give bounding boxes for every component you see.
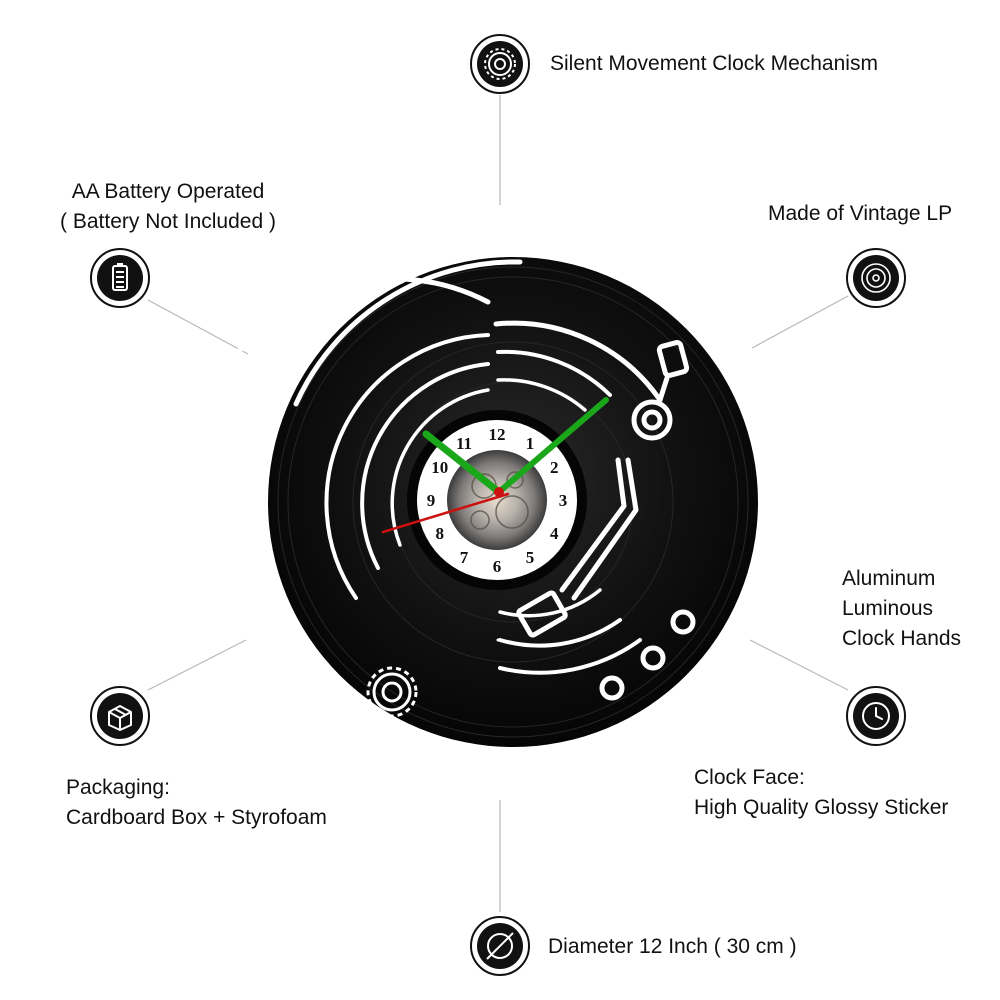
gear-icon <box>470 34 530 94</box>
clock-numeral: 7 <box>460 548 469 567</box>
clock-hands <box>381 397 609 534</box>
feature-vintage-label: Made of Vintage LP <box>768 202 953 225</box>
turntable-knobs <box>599 609 696 701</box>
clock-numeral: 2 <box>550 458 559 477</box>
box-icon <box>90 686 150 746</box>
leader-lines <box>147 95 849 912</box>
clock-icon <box>846 686 906 746</box>
feature-hands-label: Aluminum Luminous Clock Hands <box>842 567 962 650</box>
clock-numeral: 5 <box>526 548 535 567</box>
diameter-icon <box>470 916 530 976</box>
feature-diameter-label: Diameter 12 Inch ( 30 cm ) <box>548 935 797 958</box>
gear-decoration <box>366 666 418 718</box>
clock-numeral: 10 <box>431 458 448 477</box>
tonearm <box>516 340 690 638</box>
record-cutout-arcs <box>189 259 663 675</box>
clock-numeral: 3 <box>559 491 568 510</box>
clock-numeral: 12 <box>489 425 506 444</box>
clock-numeral: 4 <box>550 524 559 543</box>
vinyl-record-icon <box>846 248 906 308</box>
clock-numeral: 8 <box>436 524 445 543</box>
battery-icon <box>90 248 150 308</box>
clock-numeral: 9 <box>427 491 436 510</box>
second-hand <box>381 492 510 534</box>
clock-numeral: 6 <box>493 557 502 576</box>
clock-numeral: 11 <box>456 434 472 453</box>
feature-face-label: Clock Face: High Quality Glossy Sticker <box>694 766 949 819</box>
hour-hand <box>422 430 503 496</box>
feature-movement-label: Silent Movement Clock Mechanism <box>550 52 878 75</box>
feature-packaging-label: Packaging: Cardboard Box + Styrofoam <box>66 776 327 829</box>
minute-hand <box>496 397 609 495</box>
clock-numeral: 1 <box>526 434 535 453</box>
feature-battery-label: AA Battery Operated ( Battery Not Includ… <box>60 180 276 233</box>
